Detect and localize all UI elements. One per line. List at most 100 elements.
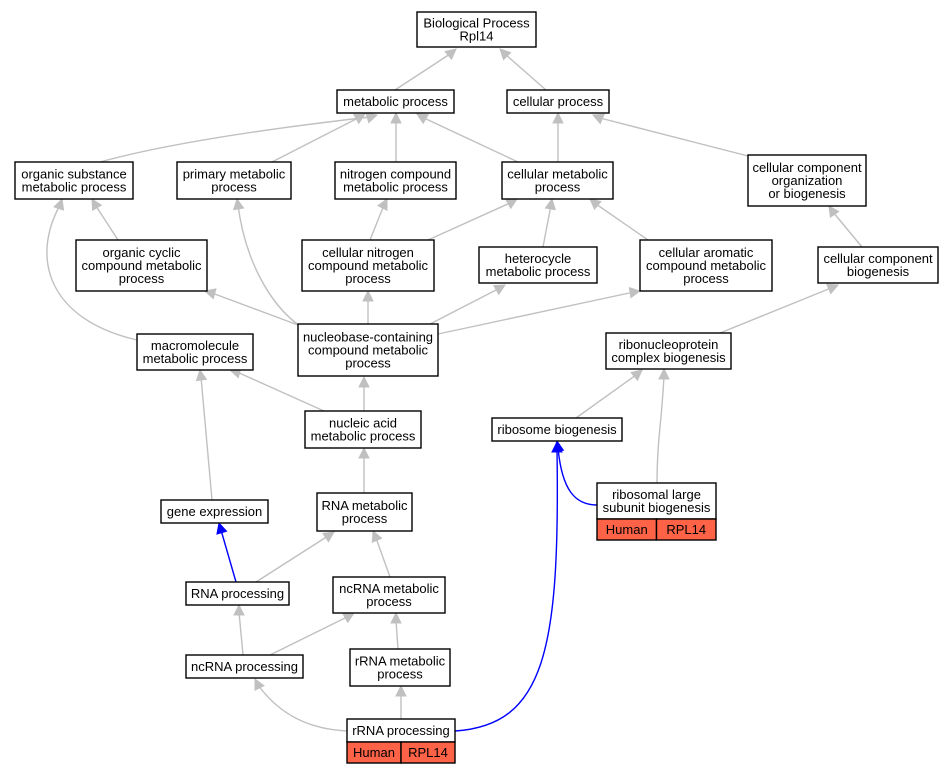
node-ncrna-processing[interactable]: ncRNA processing	[185, 654, 304, 679]
species-tag-label: Human	[606, 522, 648, 537]
node-label: cellular component	[823, 251, 933, 266]
edge-ncrna_processing-to-ncrna_metabolic	[269, 612, 355, 656]
arrowhead-icon	[828, 205, 840, 218]
edge-line	[238, 611, 244, 656]
arrowhead-icon	[390, 611, 402, 624]
node-label: primary metabolic	[183, 167, 286, 182]
node-metabolic[interactable]: metabolic process	[336, 89, 455, 114]
node-box	[304, 410, 422, 449]
node-ribosome[interactable]: ribosome biogenesis	[491, 417, 623, 442]
node-label: rRNA processing	[352, 723, 450, 738]
node-label: RNA processing	[191, 586, 284, 601]
edge-line	[595, 203, 649, 241]
node-box	[478, 246, 598, 284]
arrowhead-icon	[390, 111, 402, 124]
edge-primary-to-metabolic	[271, 113, 366, 163]
edge-line	[236, 371, 325, 412]
edge-nucleobase-to-organic_cyclic	[203, 288, 299, 326]
node-box	[501, 161, 614, 200]
node-box	[639, 239, 773, 292]
node-box	[14, 161, 134, 200]
arrowhead-icon	[216, 521, 228, 535]
arrowhead-icon	[591, 113, 605, 125]
edge-line	[423, 117, 519, 163]
edge-rnp-to-ccb	[719, 283, 840, 334]
arrowhead-icon	[377, 198, 388, 211]
edge-line	[427, 202, 511, 241]
edge-line	[656, 374, 665, 484]
node-rna-processing[interactable]: RNA processing	[185, 581, 290, 606]
arrowhead-icon	[203, 288, 217, 300]
node-gene-expr[interactable]: gene expression	[160, 499, 269, 524]
arrowhead-icon	[552, 111, 564, 124]
edge-line	[454, 449, 559, 732]
arrowhead-icon	[362, 289, 374, 302]
edge-line	[271, 117, 359, 163]
edge-line	[429, 288, 499, 325]
edge-ccob-to-cellular	[591, 113, 749, 157]
node-box	[596, 482, 717, 520]
node-box	[332, 576, 446, 614]
node-label: organic cyclic	[102, 245, 181, 260]
edge-rrna_processing-to-ncrna_processing	[254, 678, 351, 732]
node-label: ncRNA metabolic	[339, 581, 439, 596]
node-label: Rpl14	[460, 29, 494, 44]
node-label: process	[345, 356, 391, 371]
edge-ncrna_processing-to-rna_processing	[233, 603, 245, 656]
edge-line	[369, 204, 385, 241]
arrowhead-icon	[658, 367, 670, 380]
node-box	[334, 161, 457, 200]
arrowhead-icon	[53, 197, 65, 211]
edge-rna_metabolic-to-nucleic	[358, 446, 370, 493]
node-label: cellular metabolic	[507, 167, 608, 182]
node-label: ribosome biogenesis	[497, 422, 617, 437]
node-box	[136, 333, 254, 371]
node-label: ribosomal large	[612, 487, 701, 502]
edge-line	[832, 211, 863, 248]
edge-line	[269, 616, 348, 656]
node-label: metabolic process	[486, 264, 591, 279]
edge-heterocycle-to-cellular_metabolic	[542, 197, 557, 248]
node-label: RNA metabolic	[322, 498, 408, 513]
edge-rna_processing-to-rna_metabolic	[255, 531, 335, 583]
arrowhead-icon	[544, 197, 557, 211]
node-label: process	[683, 271, 729, 286]
node-cellular[interactable]: cellular process	[506, 89, 610, 114]
edge-nucleobase-to-cell_nitrogen	[362, 289, 374, 324]
node-label: nucleobase-containing	[303, 330, 433, 345]
node-label: biogenesis	[847, 264, 910, 279]
node-label: macromolecule	[151, 338, 239, 353]
edge-nucleic-to-nucleobase	[358, 375, 370, 411]
edge-line	[599, 117, 749, 157]
edge-rna_processing-to-gene_expr	[216, 521, 237, 583]
node-label: subunit biogenesis	[603, 500, 711, 515]
arrowhead-icon	[826, 283, 840, 295]
edge-line	[95, 205, 119, 241]
node-label: metabolic process	[22, 180, 127, 195]
node-box	[349, 648, 451, 687]
node-box	[316, 492, 413, 532]
node-label: ribonucleoprotein	[619, 337, 719, 352]
edge-cellular_metabolic-to-cellular	[552, 111, 564, 162]
edge-rrna_metabolic-to-ncrna_metabolic	[390, 611, 402, 650]
